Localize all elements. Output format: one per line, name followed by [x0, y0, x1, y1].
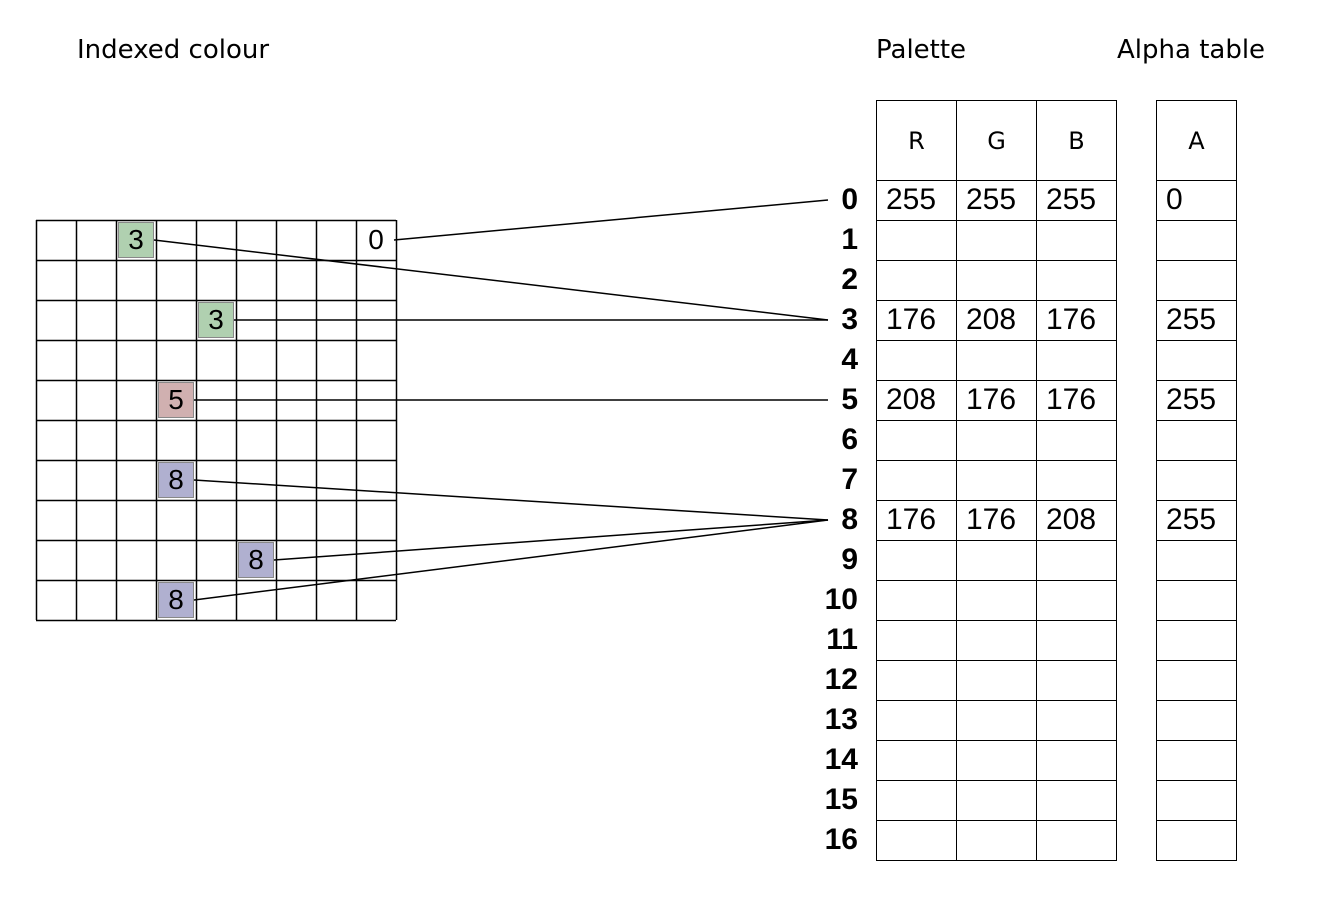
connector-line-8 — [193, 479, 829, 521]
palette-value: 176 — [966, 503, 1017, 536]
pixel-index-cell: 8 — [158, 582, 194, 618]
alpha-value: 255 — [1166, 383, 1217, 416]
pixel-index-cell: 8 — [158, 462, 194, 498]
pixel-index-cell: 0 — [358, 222, 394, 258]
palette-index-label: 6 — [841, 423, 858, 456]
palette-cell — [1036, 820, 1117, 861]
alpha-table-title: Alpha table — [1117, 35, 1266, 65]
palette-index-label: 9 — [841, 543, 858, 576]
alpha-value: 255 — [1166, 303, 1217, 336]
connector-line-8 — [273, 519, 829, 561]
connector-line-0 — [393, 199, 829, 241]
palette-value: 255 — [886, 183, 937, 216]
palette-value: 208 — [886, 383, 937, 416]
palette-title: Palette — [876, 35, 967, 65]
pixel-index-cell: 3 — [198, 302, 234, 338]
palette-value: 176 — [966, 383, 1017, 416]
palette-index-label: 10 — [824, 583, 858, 616]
palette-value: 176 — [1046, 303, 1097, 336]
palette-value: 176 — [886, 503, 937, 536]
alpha-value: 255 — [1166, 503, 1217, 536]
palette-index-label: 16 — [824, 823, 858, 856]
palette-index-label: 1 — [841, 223, 858, 256]
palette-index-label: 2 — [841, 263, 858, 296]
pixel-index-cell: 8 — [238, 542, 274, 578]
palette-index-label: 14 — [824, 743, 858, 776]
pixel-index-cell: 3 — [118, 222, 154, 258]
palette-value: 208 — [966, 303, 1017, 336]
alpha-value: 0 — [1166, 183, 1183, 216]
palette-value: 255 — [966, 183, 1017, 216]
pixel-index-cell: 5 — [158, 382, 194, 418]
connector-line-3 — [153, 239, 829, 321]
palette-value: 255 — [1046, 183, 1097, 216]
palette-index-label: 8 — [841, 503, 858, 536]
palette-index-label: 0 — [841, 183, 858, 216]
indexed-colour-title: Indexed colour — [77, 35, 270, 65]
palette-value: 176 — [886, 303, 937, 336]
palette-index-label: 3 — [841, 303, 858, 336]
palette-index-label: 5 — [841, 383, 858, 416]
palette-index-label: 7 — [841, 463, 858, 496]
palette-index-label: 15 — [824, 783, 858, 816]
connector-line-8 — [193, 519, 829, 601]
alpha-cell — [1156, 820, 1237, 861]
palette-index-label: 13 — [824, 703, 858, 736]
palette-index-label: 12 — [824, 663, 858, 696]
palette-value: 176 — [1046, 383, 1097, 416]
palette-value: 208 — [1046, 503, 1097, 536]
palette-index-label: 4 — [841, 343, 858, 376]
palette-index-label: 11 — [826, 623, 858, 656]
